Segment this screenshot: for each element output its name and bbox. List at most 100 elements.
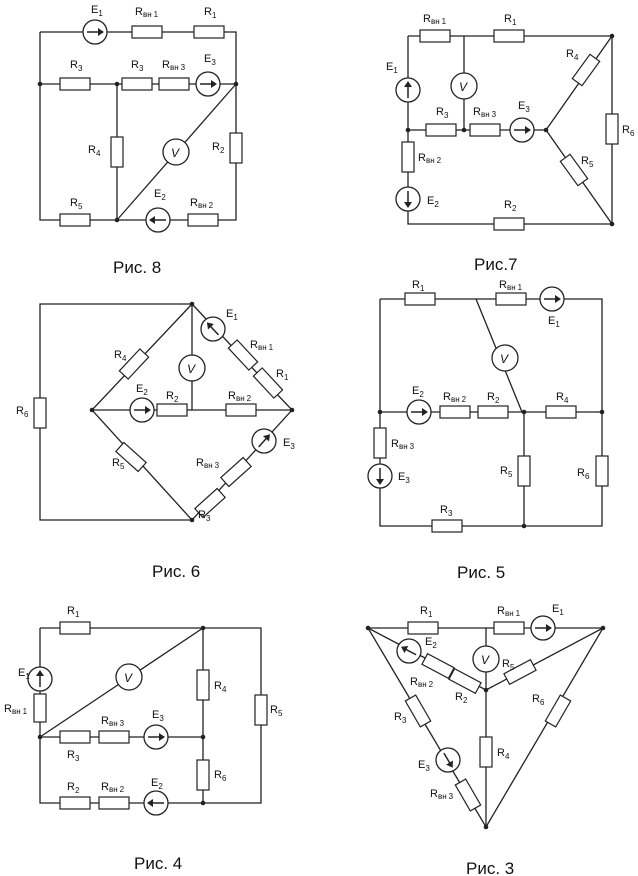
label-symbol: R xyxy=(420,605,428,617)
label-sub: вн xyxy=(258,343,267,352)
resistor-r5: R5 xyxy=(112,441,148,473)
resistor-r5: R5 xyxy=(502,658,537,686)
label-index: 2 xyxy=(143,388,148,397)
resistor-r4: R4 xyxy=(566,48,601,87)
label-symbol: R xyxy=(70,59,78,71)
label-index: 5 xyxy=(78,202,83,211)
label-symbol: R xyxy=(487,391,495,403)
label-index: 4 xyxy=(564,396,569,405)
label-symbol: E xyxy=(152,709,159,721)
resistor-r6: R6 xyxy=(16,397,47,429)
label-index: 3 xyxy=(78,64,83,73)
voltmeter: V xyxy=(491,344,519,372)
label-index: 4 xyxy=(96,149,101,158)
resistor-r3: R3 xyxy=(394,694,432,728)
label-index: 3 xyxy=(448,509,453,518)
label-index: 2 xyxy=(161,193,166,202)
label-index: 1 xyxy=(555,320,560,329)
label-symbol: R xyxy=(114,349,122,361)
label-symbol: R xyxy=(135,6,143,18)
label-index: 1 xyxy=(154,10,159,19)
label-index: 2 xyxy=(120,785,125,794)
figure-caption: Рис. 3 xyxy=(466,859,514,876)
label-index: 3 xyxy=(120,719,125,728)
label-index: 5 xyxy=(120,462,125,471)
label-symbol: E xyxy=(283,437,290,449)
label-symbol: E xyxy=(425,636,432,648)
label-symbol: R xyxy=(455,691,463,703)
svg-text:R4: R4 xyxy=(114,349,127,363)
label-symbol: R xyxy=(270,704,278,716)
label-index: 3 xyxy=(181,63,186,72)
svg-text:R6: R6 xyxy=(532,693,545,707)
label-index: 2 xyxy=(437,156,442,165)
label-sub: вн xyxy=(418,680,427,689)
source-e1: E1 xyxy=(82,4,108,45)
source-e1: E1 xyxy=(539,286,565,329)
label-symbol: R xyxy=(423,13,431,25)
label-index: 1 xyxy=(518,283,523,292)
label-index: 1 xyxy=(269,343,274,352)
label-index: 3 xyxy=(525,105,530,114)
label-symbol: R xyxy=(70,197,78,209)
label-symbol: E xyxy=(386,61,393,73)
label-sub: вн xyxy=(236,394,245,403)
label-index: 1 xyxy=(442,17,447,26)
resistor-r4: R4 xyxy=(479,736,510,768)
label-index: 1 xyxy=(284,373,289,382)
label-index: 1 xyxy=(23,707,28,716)
figure-caption: Рис.7 xyxy=(474,255,518,274)
label-symbol: E xyxy=(154,188,161,200)
label-index: 1 xyxy=(98,9,103,18)
label-index: 6 xyxy=(222,774,227,783)
label-symbol: E xyxy=(427,195,434,207)
resistor-r2: R2 xyxy=(493,199,525,231)
label-index: 2 xyxy=(463,696,468,705)
label-index: 1 xyxy=(212,11,217,20)
svg-text:E3: E3 xyxy=(398,471,410,485)
resistor-r6: R6 xyxy=(605,113,635,145)
svg-text:E3: E3 xyxy=(418,759,430,773)
nodes xyxy=(89,301,295,523)
label-symbol: R xyxy=(577,467,585,479)
label-symbol: R xyxy=(500,465,508,477)
label-symbol: R xyxy=(166,390,174,402)
resistor-r6: R6 xyxy=(196,759,227,791)
svg-text:R5: R5 xyxy=(270,704,283,718)
svg-text:E2: E2 xyxy=(151,777,163,791)
source-e3: E3 xyxy=(143,709,169,750)
label-index: 1 xyxy=(25,672,30,681)
nodes xyxy=(405,33,615,227)
label-symbol: R xyxy=(504,13,512,25)
resistor-r1: R1 xyxy=(252,367,289,399)
voltmeter-label: V xyxy=(481,653,490,667)
label-index: 2 xyxy=(209,201,214,210)
label-index: 1 xyxy=(75,610,80,619)
label-sub: вн xyxy=(198,201,207,210)
label-symbol: E xyxy=(136,383,143,395)
label-index: 1 xyxy=(233,313,238,322)
resistor-r6: R6 xyxy=(577,455,609,487)
label-index: 4 xyxy=(505,752,510,761)
label-symbol: R xyxy=(198,509,206,521)
label-index: 2 xyxy=(174,395,179,404)
svg-text:R5: R5 xyxy=(70,197,83,211)
label-index: 1 xyxy=(559,608,564,617)
label-symbol: R xyxy=(212,141,220,153)
resistor-r2: R2 xyxy=(59,781,91,810)
svg-text:R4: R4 xyxy=(566,48,579,62)
label-symbol: R xyxy=(67,605,75,617)
label-index: 3 xyxy=(75,754,80,763)
label-symbol: R xyxy=(410,676,418,688)
